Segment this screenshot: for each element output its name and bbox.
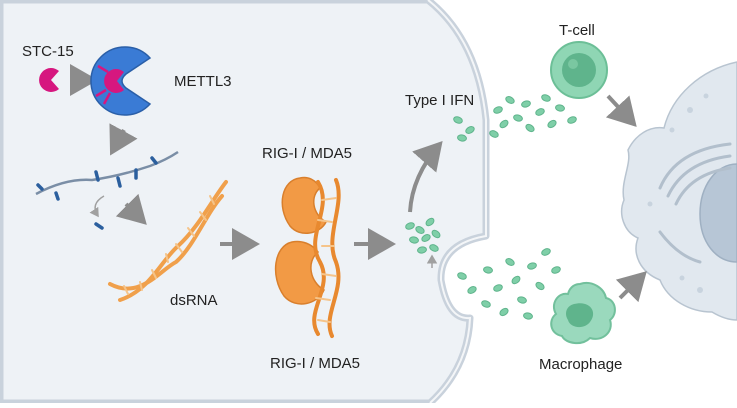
arrow-rna-to-dsrna (115, 193, 147, 225)
arrow-ifn-up (408, 140, 443, 213)
t-cell-label: T-cell (559, 22, 595, 39)
macrophage (550, 282, 616, 344)
ifn-secreted-lower (457, 248, 561, 320)
dsrna-label: dsRNA (170, 292, 218, 309)
ifn-secreted-upper (453, 94, 577, 142)
tumor-vesicles (647, 93, 709, 293)
tumor-cell (620, 61, 737, 321)
membrane-highlight (427, 0, 487, 404)
arrow-tcell-to-tumor (605, 94, 637, 127)
t-cell (550, 41, 608, 99)
tumor-organelles (658, 142, 732, 264)
arrow-mettl3-to-rna (109, 123, 138, 156)
methylated-rna (35, 150, 179, 230)
rig-mda5-label-top: RIG-I / MDA5 (262, 145, 353, 162)
mettl3-enzyme (90, 46, 152, 116)
rig-mda5-label-bottom: RIG-I / MDA5 (270, 355, 361, 372)
stc15-label: STC-15 (22, 43, 74, 60)
dsrna-helix (108, 180, 228, 302)
type-i-ifn-label: Type I IFN (405, 92, 475, 109)
arrow-macrophage-to-tumor (615, 271, 647, 303)
macrophage-label: Macrophage (539, 356, 623, 373)
stc15-molecule (39, 68, 59, 93)
mettl3-label: METTL3 (174, 73, 232, 90)
ifn-intracellular (405, 217, 441, 254)
rig-mda5-complex (274, 176, 341, 338)
